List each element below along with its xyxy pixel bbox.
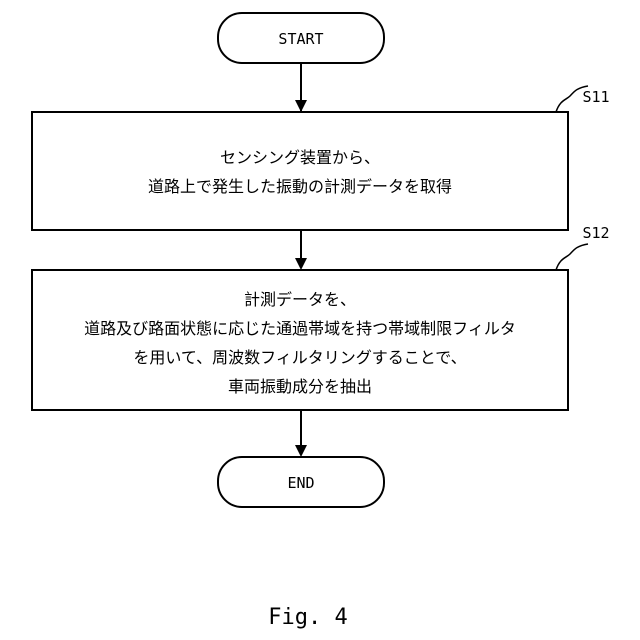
step-label-s11-group: S11 [556, 86, 610, 112]
s12-text-line-3: を用いて、周波数フィルタリングすることで、 [133, 348, 466, 367]
s11-text-line-2: 道路上で発生した振動の計測データを取得 [148, 177, 452, 196]
arrowhead-s12-to-end [295, 445, 307, 457]
start-label: START [278, 30, 323, 48]
process-box-s11: センシング装置から、 道路上で発生した振動の計測データを取得 [32, 112, 568, 230]
start-terminal: START [218, 13, 384, 63]
step-label-s11: S11 [582, 88, 609, 106]
end-label: END [287, 474, 314, 492]
arrowhead-s11-to-s12 [295, 258, 307, 270]
leader-squiggle-s12 [556, 244, 588, 270]
s11-text-line-1: センシング装置から、 [220, 148, 380, 167]
process-box-s12: 計測データを、 道路及び路面状態に応じた通過帯域を持つ帯域制限フィルタ を用いて… [32, 270, 568, 410]
end-terminal: END [218, 457, 384, 507]
step-label-s12: S12 [582, 224, 609, 242]
arrowhead-start-to-s11 [295, 100, 307, 112]
s12-text-line-4: 車両振動成分を抽出 [228, 377, 372, 396]
s12-text-line-1: 計測データを、 [244, 290, 356, 309]
figure-caption: Fig. 4 [268, 605, 347, 630]
s12-text-line-2: 道路及び路面状態に応じた通過帯域を持つ帯域制限フィルタ [84, 319, 516, 338]
